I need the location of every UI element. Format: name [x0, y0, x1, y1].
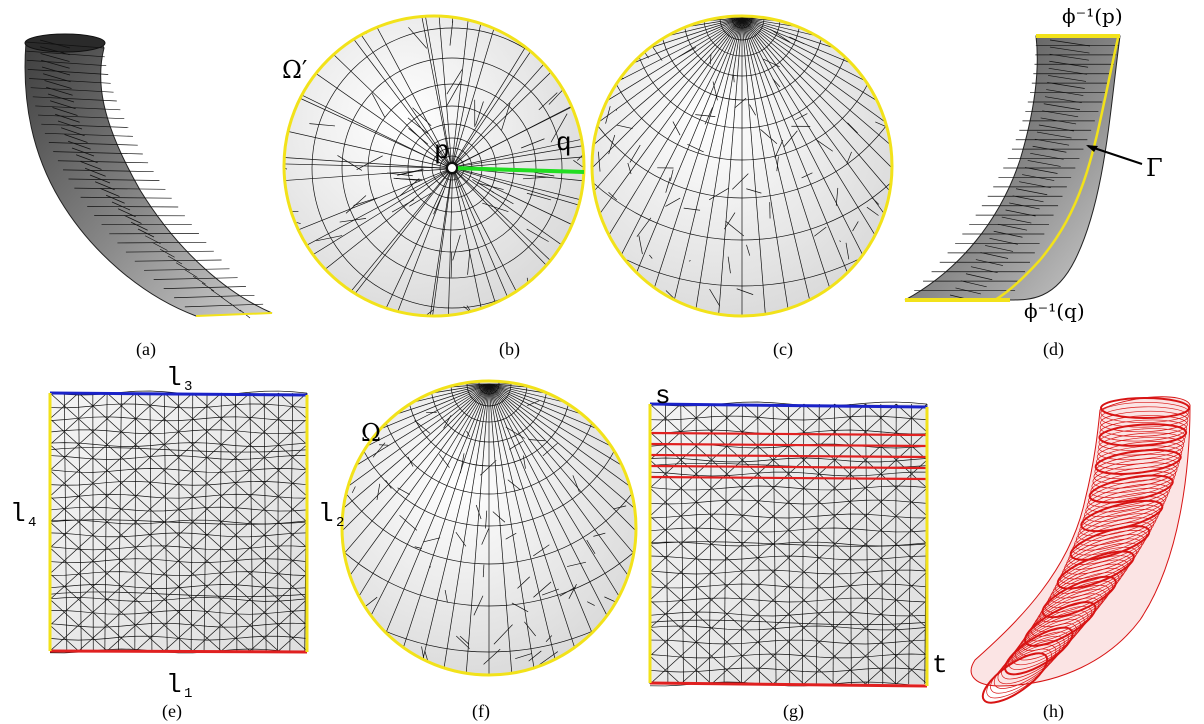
- caption-c: (c): [773, 339, 793, 360]
- caption-e: (e): [162, 701, 182, 722]
- caption-h: (h): [1043, 701, 1064, 722]
- label-t: t: [932, 650, 948, 680]
- label-l1: l: [166, 670, 182, 700]
- edge-l1: [49, 649, 308, 654]
- label-l3: l: [166, 363, 182, 393]
- panel-g-square: [648, 401, 929, 688]
- label-l2: l: [318, 499, 334, 529]
- label-phi-inv-q: ϕ⁻¹(q): [1024, 299, 1085, 323]
- label-q: q: [556, 128, 572, 158]
- label-omega-prime: Ω′: [282, 56, 307, 84]
- label-omega: Ω: [361, 419, 381, 447]
- caption-d: (d): [1043, 339, 1064, 360]
- panel-e-square: [48, 390, 309, 654]
- point-p-marker: [446, 162, 458, 174]
- panel-h-wireframe-horn: [970, 396, 1191, 704]
- caption-a: (a): [136, 339, 156, 360]
- disk-boundary: [282, 14, 586, 318]
- label-l4: l: [10, 499, 26, 529]
- label-l3-sub: 3: [184, 379, 192, 395]
- edge-l3: [49, 391, 308, 397]
- label-l1-sub: 1: [184, 686, 192, 702]
- label-l4-sub: 4: [28, 515, 36, 531]
- cut-line: [451, 166, 585, 174]
- label-l2-sub: 2: [336, 515, 344, 531]
- label-phi-inv-p: ϕ⁻¹(p): [1062, 4, 1123, 28]
- panel-c-disk: [590, 14, 894, 318]
- label-s: s: [655, 381, 671, 411]
- caption-f: (f): [472, 701, 490, 722]
- caption-b: (b): [499, 339, 520, 360]
- label-p: p: [434, 136, 450, 166]
- curve-gamma: [994, 37, 1120, 302]
- panel-a-horn-surface: [24, 33, 273, 319]
- panel-b-disk-cut: [282, 14, 586, 318]
- panel-d-horn-gamma: [904, 34, 1143, 302]
- label-gamma: Γ: [1146, 154, 1163, 182]
- caption-g: (g): [783, 701, 804, 722]
